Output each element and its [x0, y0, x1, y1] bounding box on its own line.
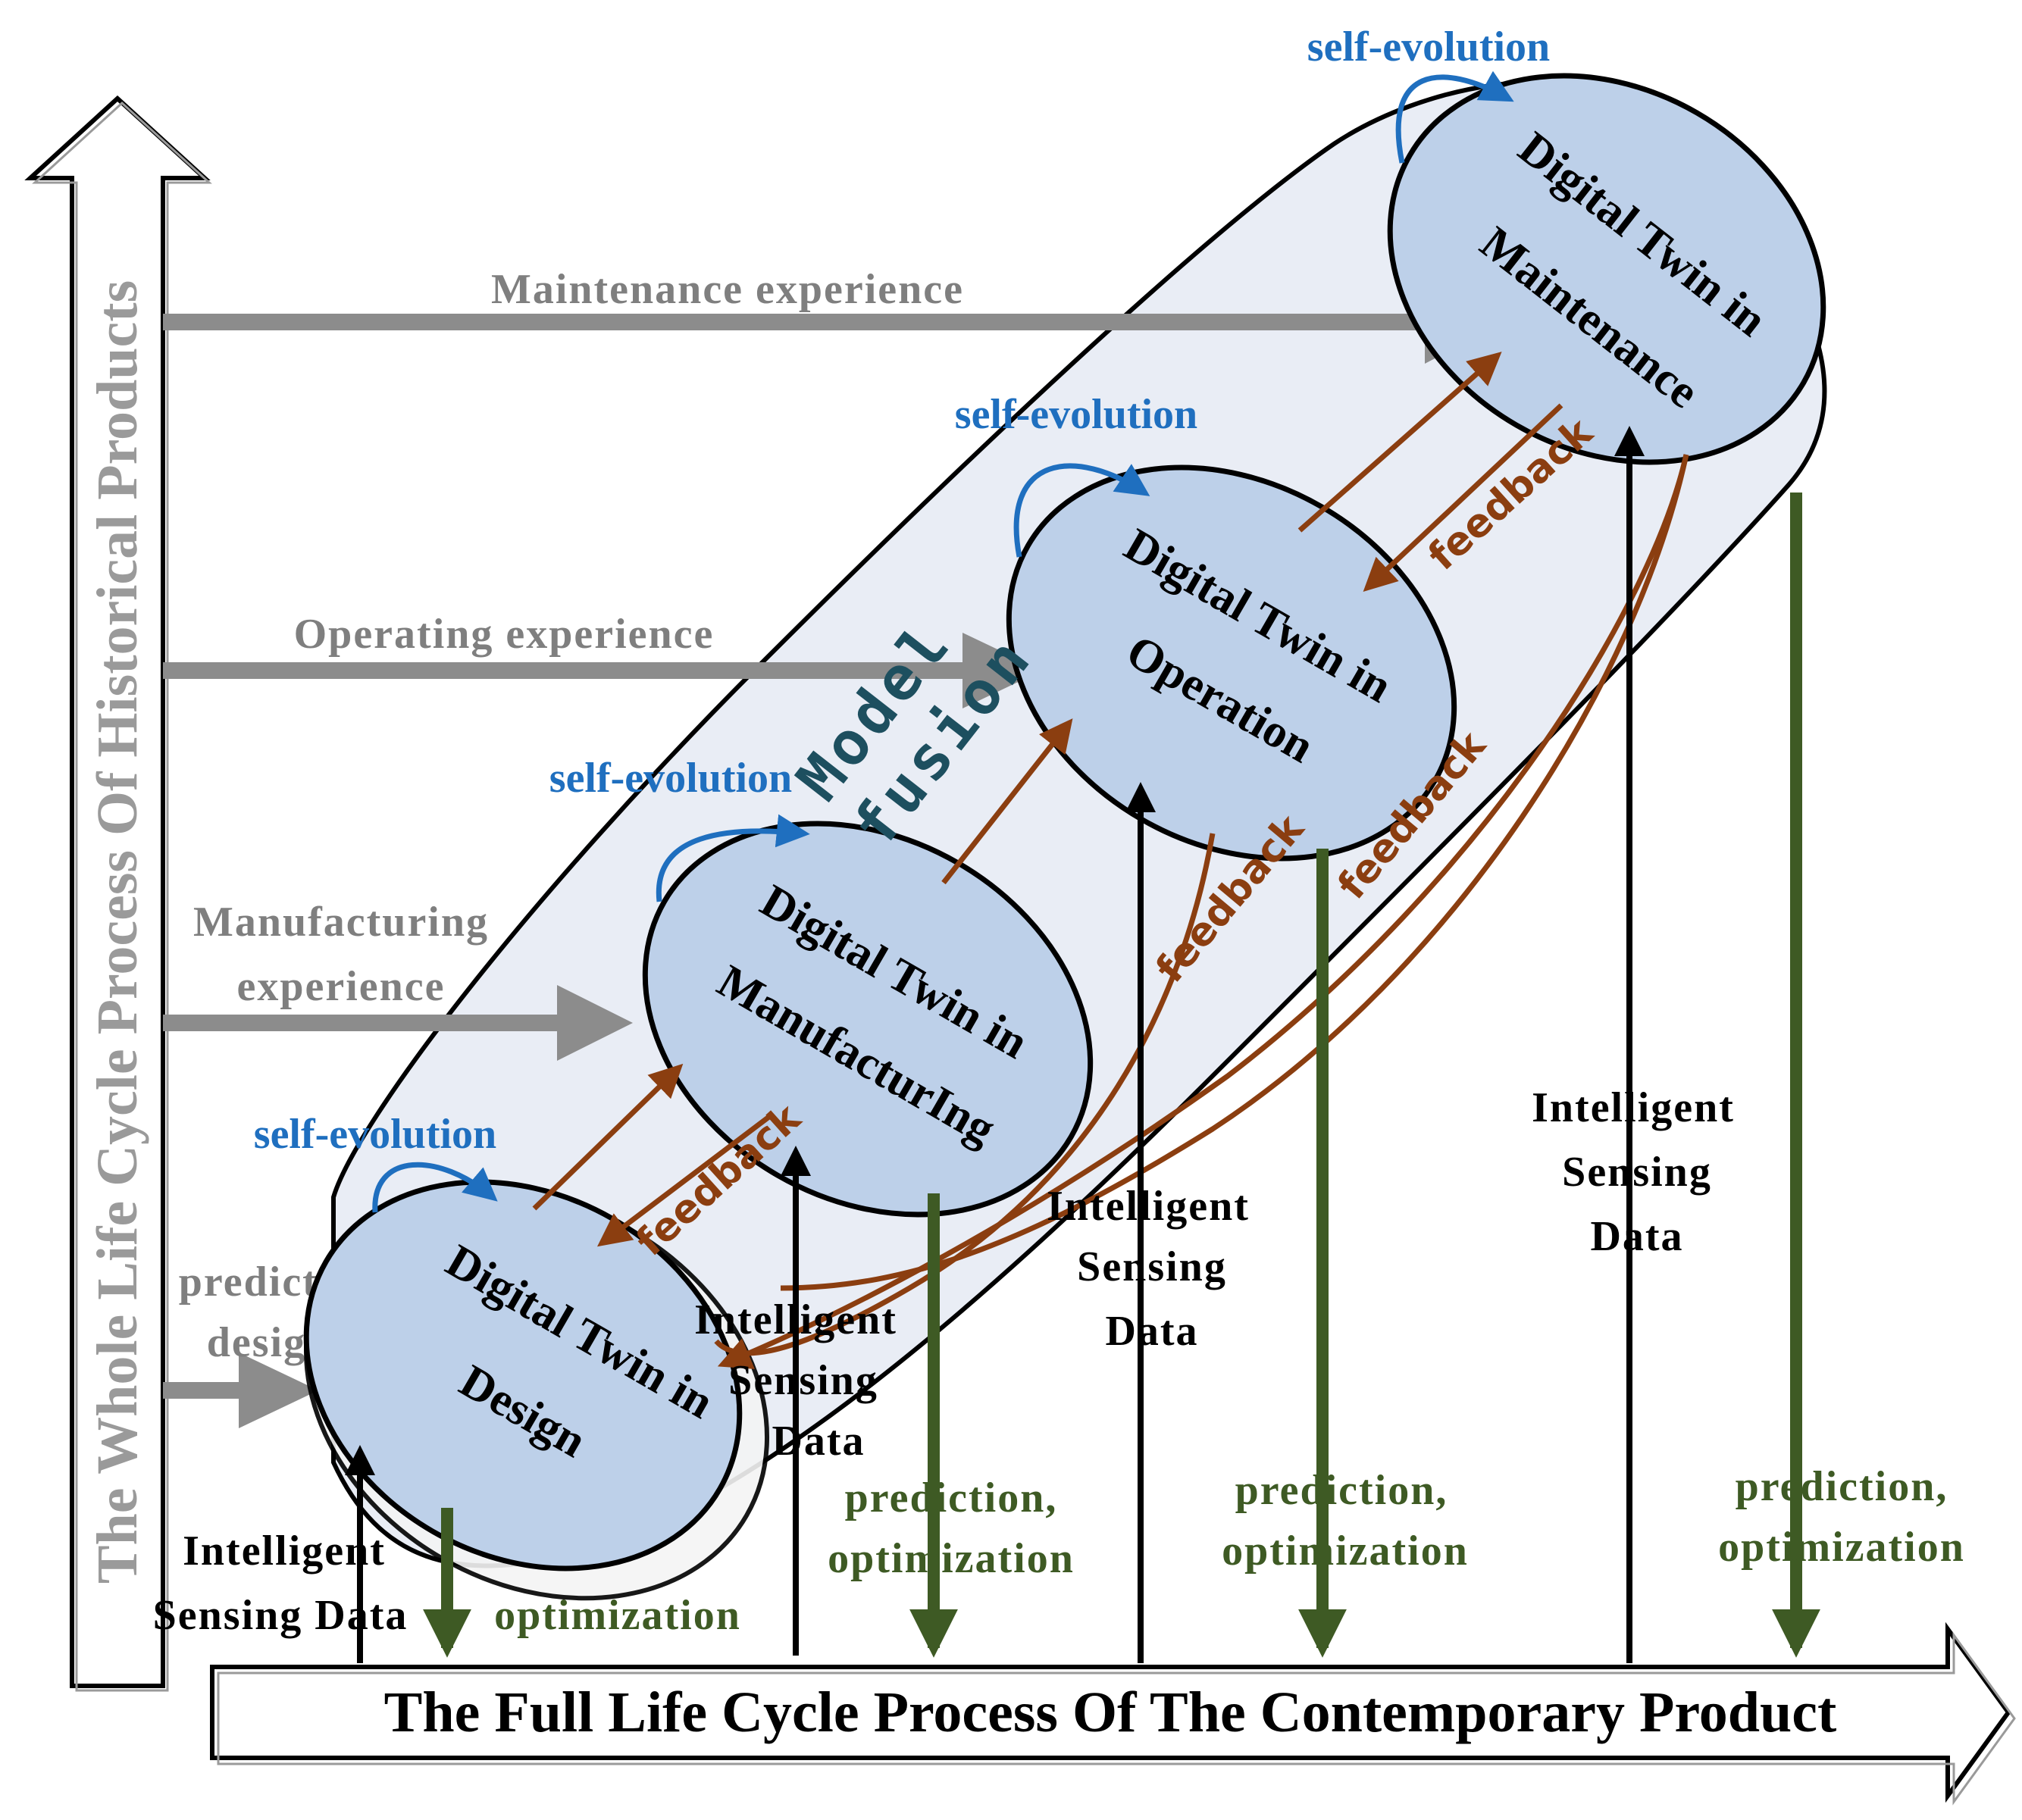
sensing-label-operation-3: Data [1105, 1308, 1198, 1355]
self-evolution-label-maintenance: self-evolution [1307, 23, 1550, 70]
prediction-arrows [423, 493, 1820, 1658]
sensing-label-manufacturing-1: Intelligent [694, 1296, 897, 1343]
sensing-label-maintenance-1: Intelligent [1532, 1084, 1735, 1131]
prediction-label-manufacturing-1: prediction, [845, 1474, 1058, 1521]
maintenance-experience-label: Maintenance experience [491, 266, 964, 313]
self-evolution-label-operation: self-evolution [955, 391, 1197, 438]
self-evolution-label-design: self-evolution [254, 1111, 496, 1158]
operation-feedback-curve [714, 833, 1216, 1356]
prediction-label-maintenance-2: optimization [1718, 1524, 1965, 1571]
stage-operation: Digital Twin in Operation [1006, 464, 1457, 862]
self-evolution-loop-maintenance [1395, 70, 1514, 164]
vertical-axis-title: The Whole Life Cycle Process Of Historic… [86, 280, 149, 1584]
operating-experience-label: Operating experience [294, 611, 715, 658]
self-evolution-loop-manufacturing [656, 814, 810, 902]
sensing-label-operation-1: Intelligent [1047, 1183, 1250, 1230]
prediction-label-operation-2: optimization [1222, 1528, 1469, 1575]
horizontal-axis-title: The Full Life Cycle Process Of The Conte… [384, 1681, 1837, 1744]
prediction-label-manufacturing-2: optimization [828, 1535, 1075, 1582]
manufacturing-to-operation-arrow [941, 718, 1073, 885]
sensing-label-maintenance-2: Sensing [1562, 1149, 1712, 1196]
self-evolution-label-manufacturing: self-evolution [549, 755, 792, 802]
sensing-label-manufacturing-2: Sensing [728, 1357, 878, 1404]
operation-to-maintenance-arrow [1297, 352, 1502, 533]
sensing-label-manufacturing-3: Data [772, 1418, 865, 1465]
prediction-label-design: optimization [494, 1592, 741, 1639]
prediction-label-operation-1: prediction, [1235, 1467, 1448, 1514]
manufacturing-feedback-arrow [596, 1112, 775, 1247]
self-evolution-loop-design [372, 1162, 498, 1213]
sensing-label-design-2: Sensing Data [153, 1592, 408, 1639]
sensing-label-design-1: Intelligent [183, 1528, 386, 1575]
design-to-manufacturing-arrow [532, 1063, 684, 1211]
manufacturing-experience-label-2: experience [237, 963, 446, 1010]
manufacturing-experience-label-1: Manufacturing [193, 899, 489, 946]
self-evolution-loops [372, 70, 1514, 1213]
horizontal-axis-arrow: The Full Life Cycle Process Of The Conte… [210, 1621, 2016, 1806]
prediction-label-maintenance-1: prediction, [1736, 1463, 1948, 1510]
sensing-label-operation-2: Sensing [1077, 1243, 1227, 1290]
sensing-label-maintenance-3: Data [1590, 1213, 1683, 1260]
stage-design: Digital Twin in Design [303, 1179, 770, 1601]
vertical-axis-arrow: The Whole Life Cycle Process Of Historic… [24, 95, 212, 1692]
sensing-arrows [345, 426, 1645, 1663]
self-evolution-loop-operation [1013, 463, 1150, 558]
stage-transition-arrows [532, 352, 1689, 1369]
maintenance-feedback-arrow [1363, 403, 1563, 593]
experience-arrows [163, 280, 1504, 1428]
